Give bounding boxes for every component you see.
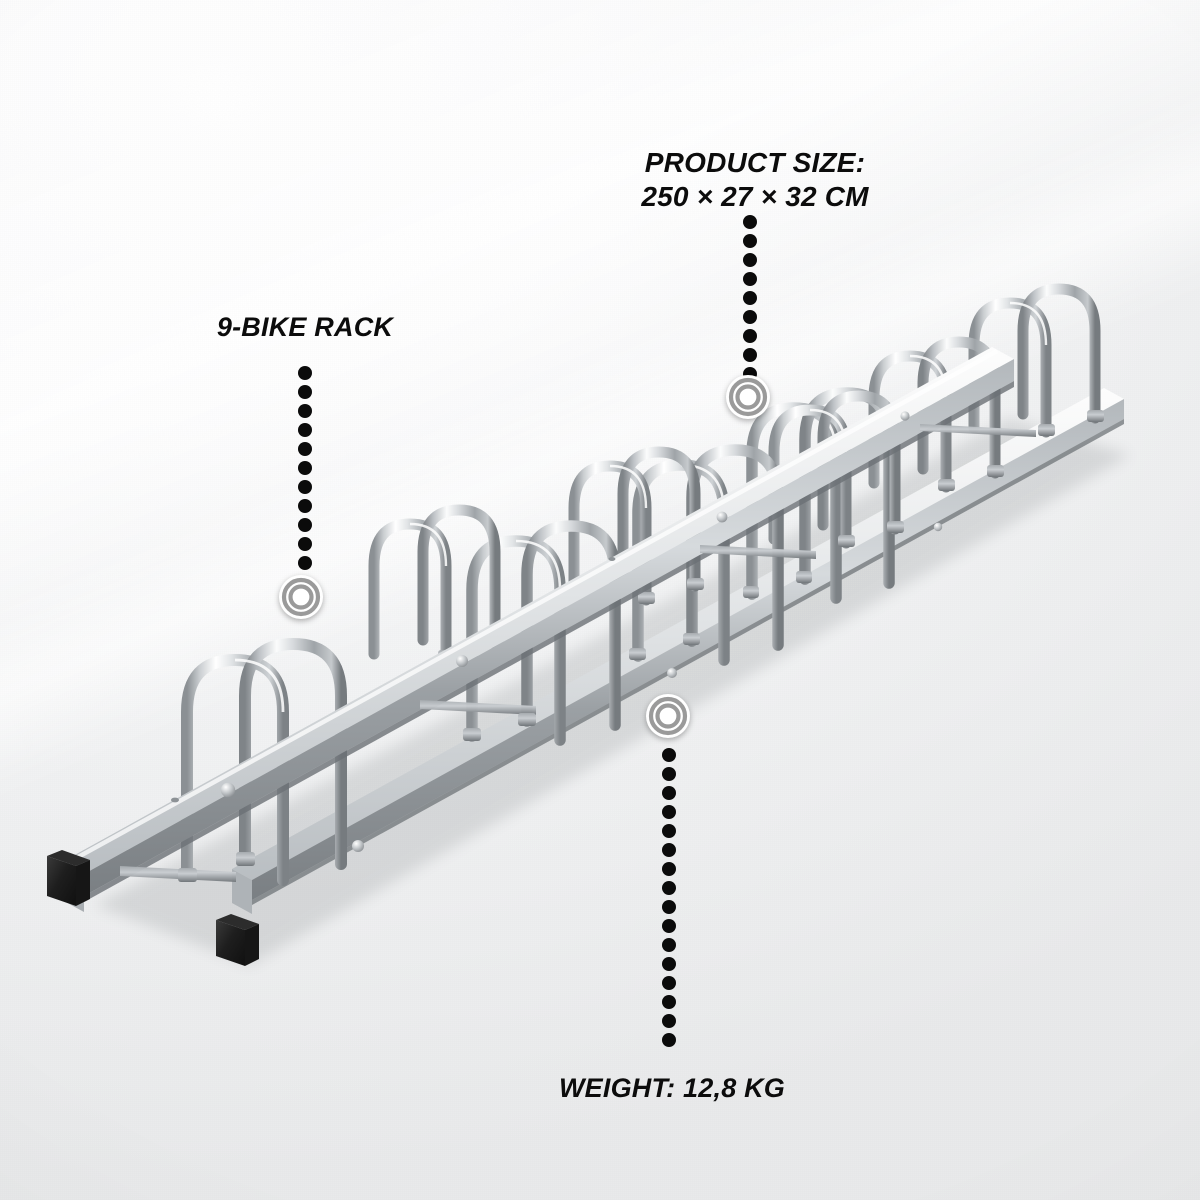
- leader-dot: [298, 480, 312, 494]
- rail-back: [232, 388, 1124, 914]
- leader-dot: [298, 461, 312, 475]
- leader-dot: [743, 310, 757, 324]
- callout-weight-leader: [662, 748, 676, 1052]
- leader-dot: [298, 518, 312, 532]
- leader-dot: [743, 291, 757, 305]
- leader-dot: [298, 404, 312, 418]
- leader-dot: [298, 366, 312, 380]
- leader-dot: [743, 329, 757, 343]
- callout-weight-marker: [646, 694, 690, 738]
- leader-dot: [298, 537, 312, 551]
- leader-dot: [662, 824, 676, 838]
- hoop-3: [466, 520, 621, 746]
- leader-dot: [662, 748, 676, 762]
- leader-dot: [662, 786, 676, 800]
- endcap-front-rail: [47, 850, 90, 906]
- callout-product-size-marker: [726, 375, 770, 419]
- hoop-4: [568, 446, 704, 606]
- leader-dot: [298, 423, 312, 437]
- leader-dot: [662, 767, 676, 781]
- leader-dot: [662, 805, 676, 819]
- callout-weight-label: WEIGHT: 12,8 KG: [558, 1073, 786, 1103]
- callout-bike-count-marker: [279, 575, 323, 619]
- leader-dot: [743, 215, 757, 229]
- leader-dot: [743, 272, 757, 286]
- leader-dot: [662, 919, 676, 933]
- leader-dot: [298, 385, 312, 399]
- hoop-leg-ferrules: [178, 571, 812, 882]
- leader-dot: [662, 957, 676, 971]
- leader-dot: [662, 900, 676, 914]
- leader-dot: [662, 995, 676, 1009]
- callout-product-size-line1: PRODUCT SIZE:: [644, 147, 866, 178]
- callout-product-size-line2: 250 × 27 × 32 CM: [641, 180, 869, 212]
- endcap-back-rail: [216, 914, 259, 966]
- leader-dot: [298, 442, 312, 456]
- leader-dot: [743, 348, 757, 362]
- callout-product-size-label: PRODUCT SIZE: 250 × 27 × 32 CM: [641, 146, 868, 213]
- leader-dot: [298, 499, 312, 513]
- leader-dot: [662, 862, 676, 876]
- leader-dot: [662, 976, 676, 990]
- callout-product-size-leader: [743, 215, 757, 386]
- callout-bike-count-leader: [298, 366, 312, 575]
- hoop-1: [181, 637, 347, 886]
- leader-dot: [662, 881, 676, 895]
- leader-dot: [662, 1033, 676, 1047]
- leader-dot: [662, 843, 676, 857]
- leader-dot: [662, 1014, 676, 1028]
- callout-bike-count-label: 9-BIKE RACK: [216, 312, 394, 342]
- leader-dot: [743, 234, 757, 248]
- leader-dot: [662, 938, 676, 952]
- rail-back-bolts: [352, 522, 943, 852]
- rail-front: [62, 347, 1014, 912]
- hoop-9: [968, 283, 1104, 438]
- leader-dot: [743, 253, 757, 267]
- leader-dot: [298, 556, 312, 570]
